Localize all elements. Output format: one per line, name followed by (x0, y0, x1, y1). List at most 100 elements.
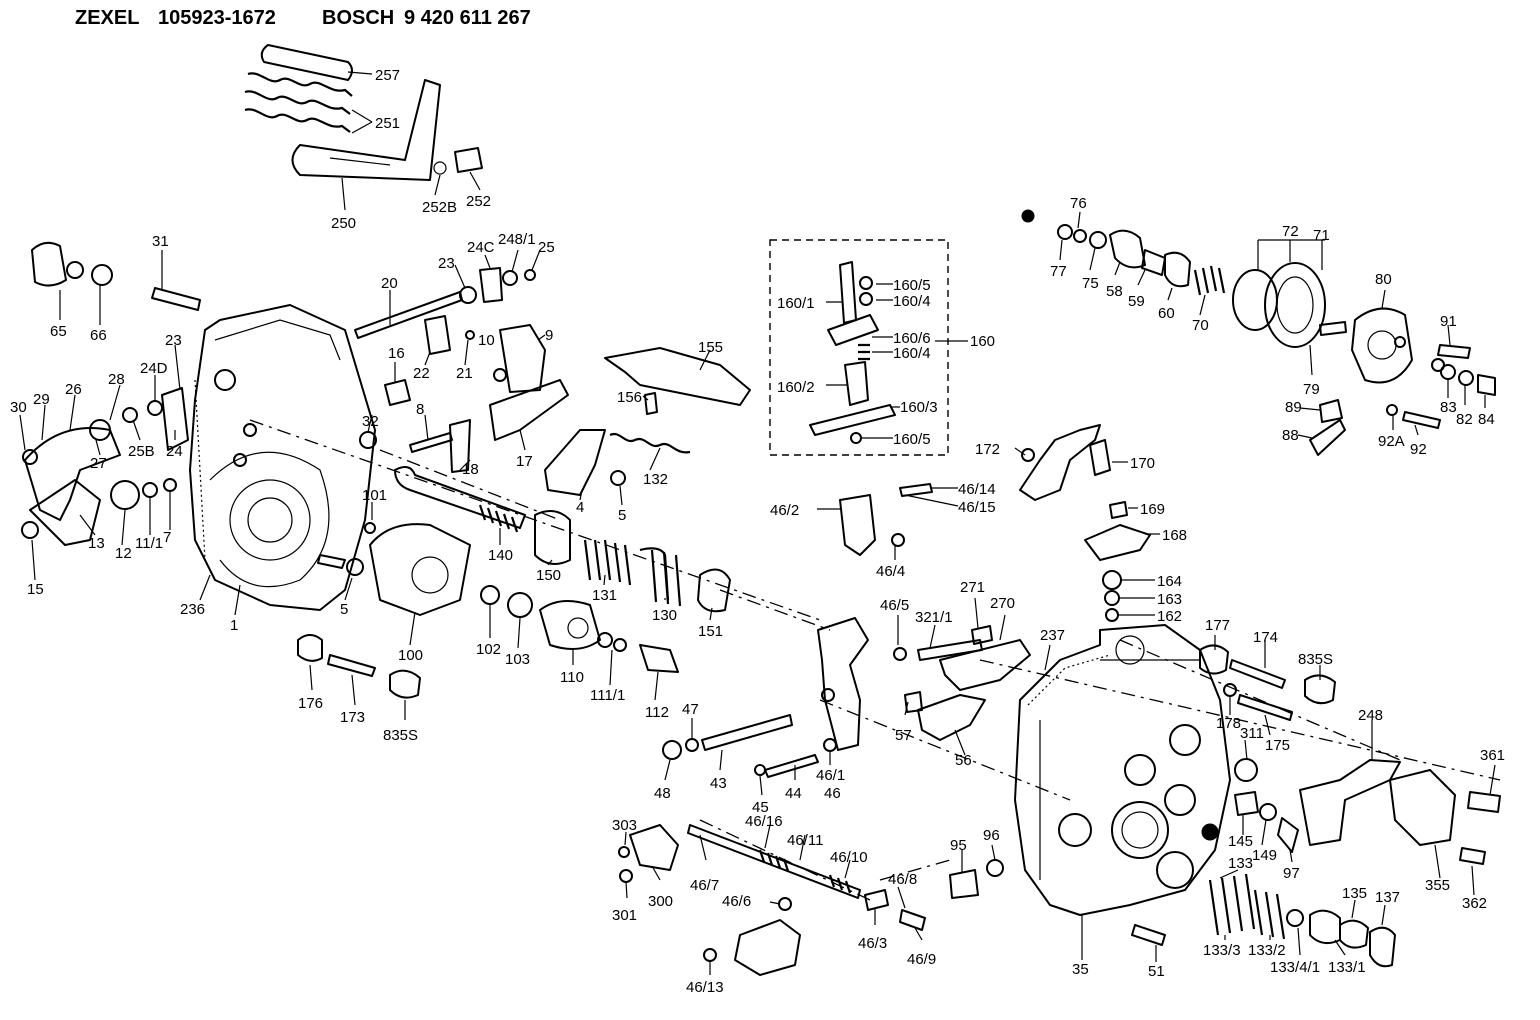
label-175: 175 (1265, 737, 1290, 754)
zexel-part-number: 105923-1672 (158, 7, 276, 29)
bolt-361 (1467, 791, 1501, 813)
label-160-3: 160/3 (900, 399, 938, 416)
bracket-355 (1389, 769, 1456, 846)
upper-center-parts (354, 267, 569, 534)
part-103 (507, 592, 533, 618)
bracket-46-13 (734, 919, 801, 976)
part-160-2 (844, 361, 869, 406)
label-248-1: 248/1 (498, 231, 536, 248)
bolt-31 (151, 287, 201, 311)
label-46-14: 46/14 (958, 481, 996, 498)
label-111-1: 111/1 (590, 687, 625, 704)
label-162: 162 (1157, 608, 1182, 625)
label-76: 76 (1070, 195, 1087, 212)
label-311: 311 (1240, 725, 1264, 742)
lever-26 (24, 427, 121, 521)
label-48: 48 (654, 785, 671, 802)
part-60 (1164, 251, 1191, 288)
shaft-160-1 (839, 261, 857, 324)
cap-835S (389, 669, 421, 699)
label-44: 44 (785, 785, 802, 802)
label-145: 145 (1228, 833, 1253, 850)
label-110: 110 (560, 669, 584, 686)
label-133-3: 133/3 (1203, 942, 1241, 959)
label-46-3: 46/3 (858, 935, 887, 952)
washer-311 (1234, 758, 1258, 782)
label-46-15: 46/15 (958, 499, 996, 516)
label-149: 149 (1252, 847, 1277, 864)
label-46: 46 (824, 785, 841, 802)
label-56: 56 (955, 752, 972, 769)
label-170: 170 (1130, 455, 1155, 472)
label-57: 57 (895, 727, 912, 744)
spring-28 (89, 419, 111, 441)
part-89 (1319, 399, 1343, 423)
label-303: 303 (612, 817, 637, 834)
sleeve-151 (697, 568, 731, 613)
label-133-1: 133/1 (1328, 959, 1366, 976)
bosch-part-number: 9 420 611 267 (404, 7, 531, 29)
part-176 (297, 634, 323, 662)
header: ZEXEL 105923-1672 BOSCH 9 420 611 267 (75, 7, 531, 29)
part-97 (1277, 817, 1299, 853)
label-362: 362 (1462, 895, 1487, 912)
label-160-5b: 160/5 (893, 431, 931, 448)
lever-13 (29, 479, 101, 546)
spring-12 (110, 480, 140, 510)
label-71: 71 (1313, 227, 1330, 244)
plug-48 (662, 740, 682, 760)
label-361: 361 (1480, 747, 1505, 764)
label-835S-b: 835S (1298, 651, 1333, 668)
bolt-175 (1237, 694, 1293, 721)
part-labels: 257 251 250 252B 252 31 65 66 20 23 24C … (10, 67, 1505, 996)
label-301: 301 (612, 907, 637, 924)
label-59: 59 (1128, 293, 1145, 310)
label-92: 92 (1410, 441, 1427, 458)
label-26: 26 (65, 381, 82, 398)
label-174: 174 (1253, 629, 1278, 646)
label-160: 160 (970, 333, 995, 350)
lever-18 (449, 419, 471, 473)
label-27: 27 (90, 455, 107, 472)
label-92A: 92A (1378, 433, 1405, 450)
label-252B: 252B (422, 199, 457, 216)
bracket-250 (291, 79, 441, 181)
label-160-5a: 160/5 (893, 277, 931, 294)
rod-46-7 (687, 824, 861, 899)
label-160-1: 160/1 (777, 295, 815, 312)
pin-8 (409, 432, 453, 453)
label-46-2: 46/2 (770, 502, 799, 519)
label-9: 9 (545, 327, 553, 344)
label-102: 102 (476, 641, 501, 658)
plate-22 (424, 315, 451, 355)
lower-center-parts (618, 483, 933, 976)
label-22: 22 (413, 365, 430, 382)
cover-80 (1351, 307, 1413, 384)
label-80: 80 (1375, 271, 1392, 288)
label-173: 173 (340, 709, 365, 726)
label-83: 83 (1440, 399, 1457, 416)
label-16: 16 (388, 345, 405, 362)
label-131: 131 (592, 587, 617, 604)
bracket-155 (604, 347, 751, 406)
lever-46 (817, 617, 869, 751)
label-355: 355 (1425, 877, 1450, 894)
plug-16 (384, 379, 411, 406)
label-17: 17 (516, 453, 533, 470)
bracket-170 (1019, 424, 1101, 501)
sleeve-257 (260, 44, 353, 81)
bracket-17 (489, 379, 569, 441)
label-25B: 25B (128, 443, 155, 460)
label-177: 177 (1205, 617, 1230, 634)
lever-56 (917, 694, 986, 741)
nut-145 (1234, 791, 1259, 816)
label-155: 155 (698, 339, 723, 356)
main-housing-1 (189, 304, 376, 611)
flyweight-100 (369, 523, 471, 616)
screw-92 (1402, 411, 1441, 429)
label-23a: 23 (438, 255, 455, 272)
screw-252 (454, 147, 483, 173)
top-right-diaphragm-group (1021, 209, 1496, 456)
label-88: 88 (1282, 427, 1299, 444)
plug-177 (1199, 644, 1229, 675)
